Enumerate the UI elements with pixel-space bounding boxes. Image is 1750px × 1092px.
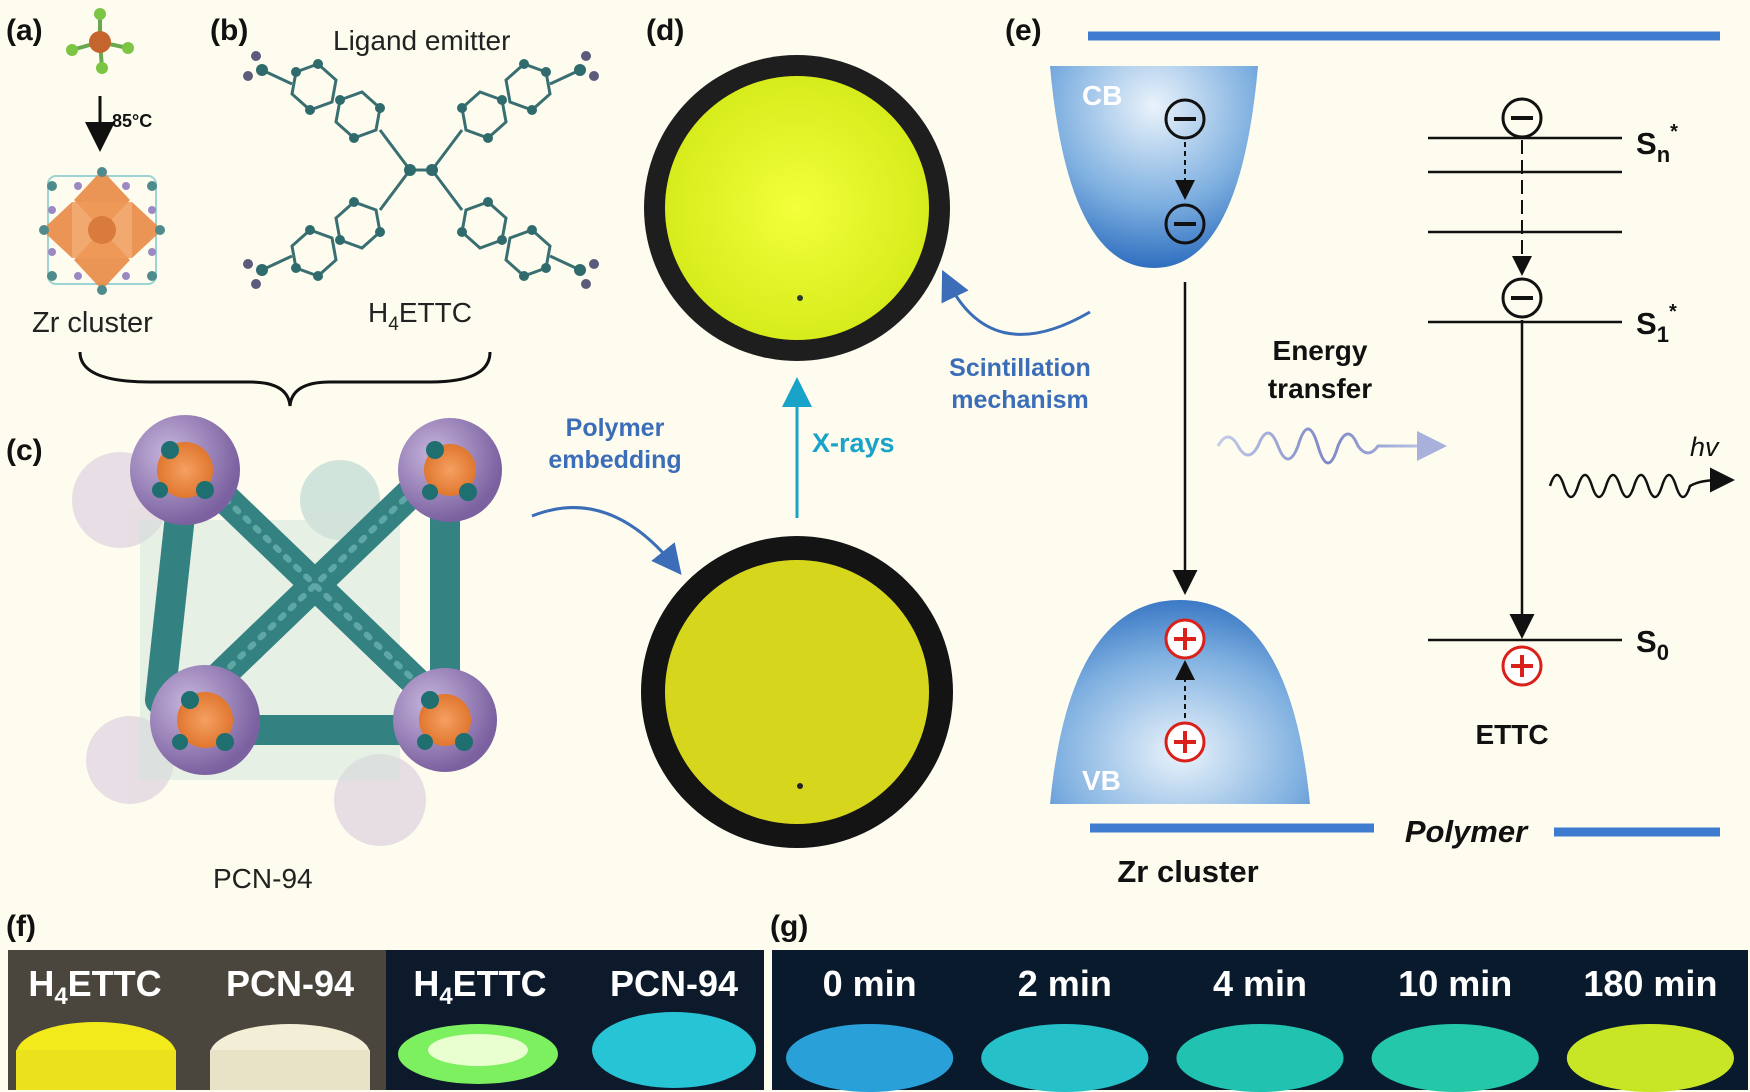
temperature-label: 85°C	[112, 111, 152, 131]
time-vial-powder	[786, 1024, 954, 1092]
ettc-label: ETTC	[1475, 719, 1548, 750]
cb-label: CB	[1082, 80, 1122, 111]
panel-d-label: (d)	[646, 14, 684, 47]
panel-g: (g) 0 min 2 min 4 min 10 min 180 min	[770, 910, 1748, 1092]
s1-electron	[1501, 277, 1543, 319]
time-vial-powder	[981, 1024, 1149, 1092]
photon-emission-wave	[1548, 467, 1735, 499]
energy-transfer-line1: Energy	[1273, 335, 1368, 366]
sn-star-label: Sn*	[1636, 121, 1678, 167]
zr-cluster-caption: Zr cluster	[32, 307, 153, 339]
zr-cluster-bottom-label: Zr cluster	[1117, 854, 1258, 889]
polymer-embedding-line2: embedding	[548, 446, 681, 474]
scintillation-arrow	[941, 269, 1091, 336]
panel-c: (c)	[6, 415, 502, 894]
vial-label-pcn94-daylight: PCN-94	[226, 963, 354, 1004]
h4ettc-molecule	[261, 62, 581, 278]
hv-label: hv	[1690, 432, 1720, 462]
panel-b: (b) Ligand emitter	[78, 14, 599, 407]
panel-f: (f) H4ETTC PCN-94 H4ETTC PCN-94	[6, 910, 764, 1090]
valence-band	[1050, 600, 1310, 804]
time-vial-label: 2 min	[1018, 963, 1112, 1004]
h4ettc-caption: H4ETTC	[368, 297, 472, 335]
sn-electron	[1501, 97, 1543, 139]
pcn94-framework-illustration	[72, 415, 502, 846]
scintillating-film-glowing	[644, 55, 950, 361]
polymer-embedding-annotation: Polymer embedding	[531, 414, 682, 576]
zr-precursor-molecule	[66, 8, 134, 74]
energy-transfer-wave	[1216, 427, 1447, 465]
vial-label-pcn94-uv: PCN-94	[610, 963, 738, 1004]
pcn94-caption: PCN-94	[213, 863, 313, 894]
time-vial-label: 10 min	[1398, 963, 1512, 1004]
polymer-label: Polymer	[1405, 814, 1529, 849]
panel-a-label: (a)	[6, 14, 43, 47]
polymer-embedding-line1: Polymer	[566, 414, 665, 442]
h4ettc-atoms	[256, 59, 586, 281]
panel-f-vial-labels: H4ETTC PCN-94 H4ETTC PCN-94	[28, 963, 738, 1010]
s1-star-label: S1*	[1636, 301, 1677, 347]
vial-label-h4ettc-uv: H4ETTC	[413, 963, 546, 1010]
panel-c-label: (c)	[6, 434, 43, 467]
time-vial-label: 0 min	[823, 963, 917, 1004]
s0-label: S0	[1636, 624, 1669, 665]
time-vial-powder	[1371, 1024, 1539, 1092]
polymer-embedding-arrow	[531, 506, 682, 576]
zr-cluster-illustration	[39, 167, 165, 295]
cb-electron-top	[1164, 98, 1206, 140]
cb-electron-bottom	[1164, 203, 1206, 245]
xray-label: X-rays	[812, 428, 895, 458]
scintillation-line2: mechanism	[951, 386, 1089, 414]
panel-b-label: (b)	[210, 14, 248, 47]
panel-f-label: (f)	[6, 910, 36, 943]
vial-label-h4ettc-daylight: H4ETTC	[28, 963, 161, 1010]
vb-hole-top	[1164, 618, 1206, 660]
vb-hole-bottom	[1164, 721, 1206, 763]
panel-d: (d) X-rays Scintillation mechanism	[641, 14, 1091, 848]
panel-e: (e) CB VB Energy tran	[1005, 14, 1735, 889]
ettc-energy-levels	[1428, 136, 1622, 642]
panel-e-label: (e)	[1005, 14, 1042, 47]
time-vial-label: 4 min	[1213, 963, 1307, 1004]
time-vial-powder	[1566, 1024, 1734, 1092]
energy-transfer-line2: transfer	[1268, 373, 1372, 404]
panel-g-label: (g)	[770, 910, 808, 943]
s0-hole	[1501, 645, 1543, 687]
ligand-emitter-title: Ligand emitter	[333, 25, 510, 56]
vb-label: VB	[1082, 765, 1121, 796]
panel-a: (a) 85°C	[6, 8, 165, 339]
time-vial-label: 180 min	[1583, 963, 1717, 1004]
combine-brace	[78, 351, 492, 407]
scintillating-film-ambient	[641, 536, 953, 848]
time-vial-powder	[1176, 1024, 1344, 1092]
time-series-vials: 0 min 2 min 4 min 10 min 180 min	[786, 963, 1734, 1092]
conduction-band	[1050, 66, 1258, 268]
scintillation-line1: Scintillation	[949, 354, 1091, 382]
